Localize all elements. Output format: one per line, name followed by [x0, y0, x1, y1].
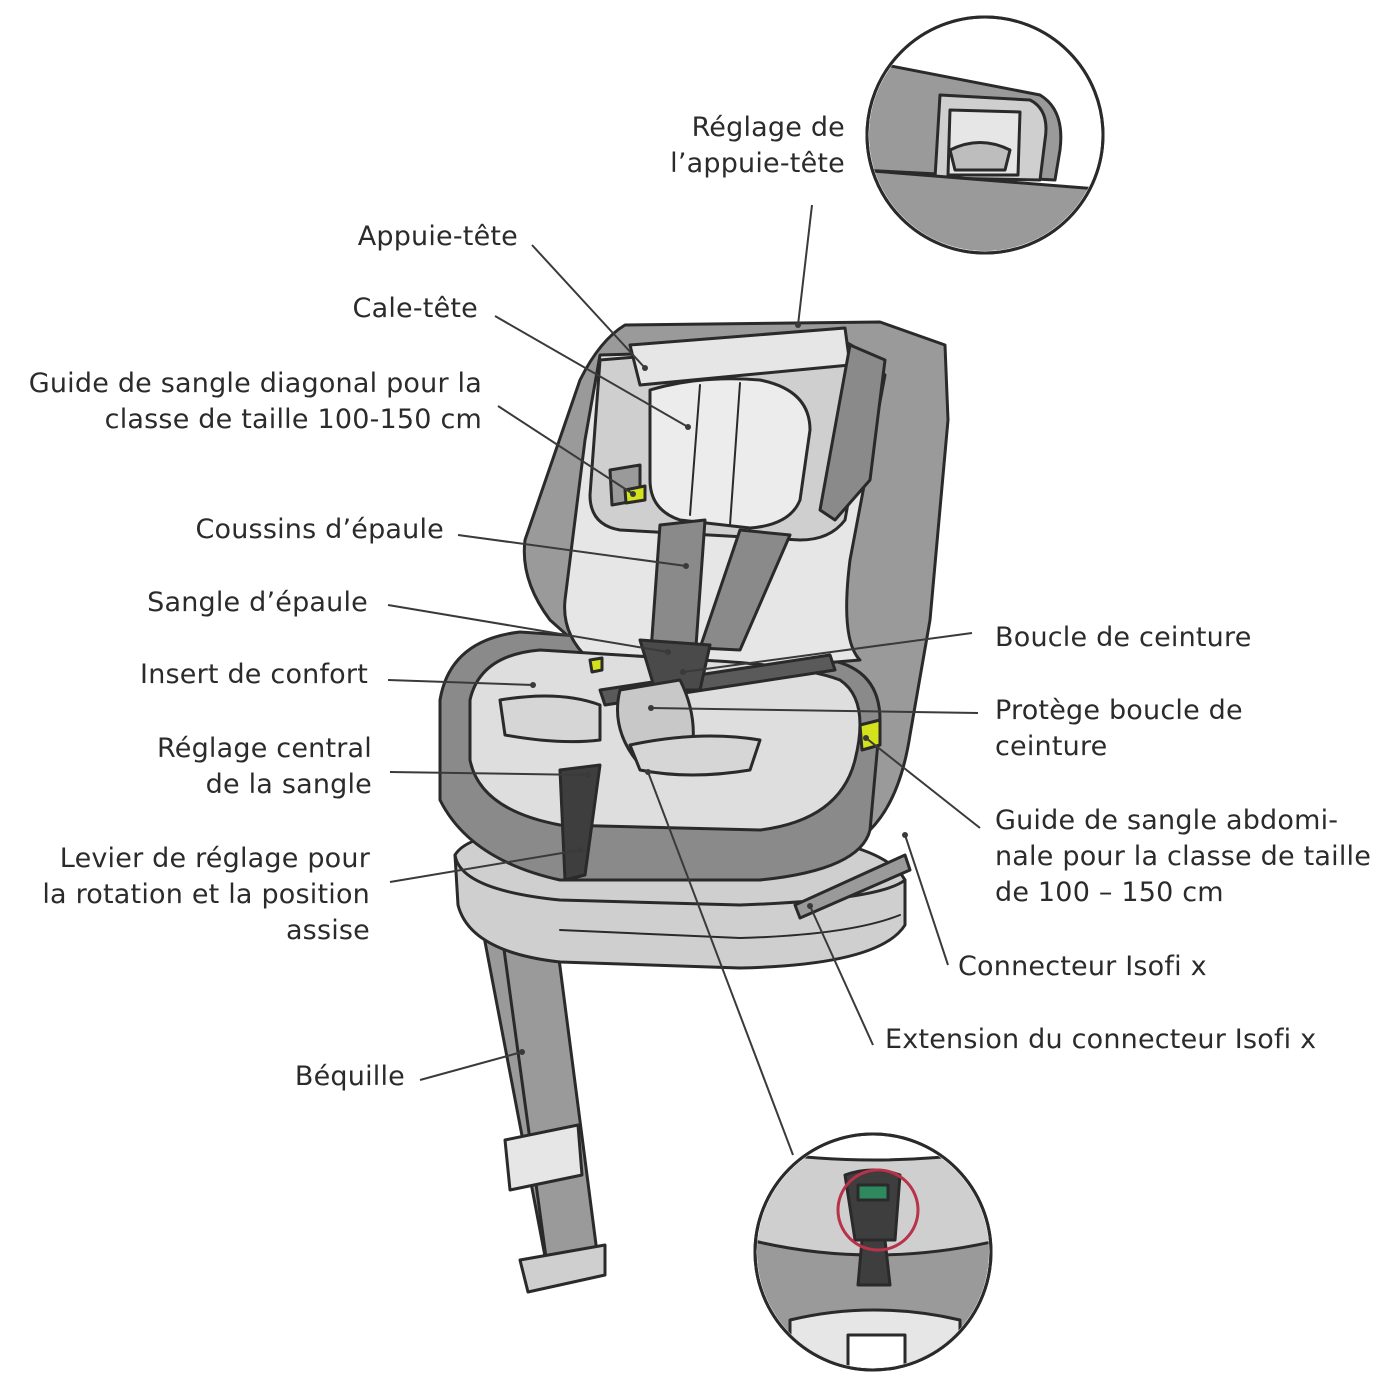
- label-lap-guide: Guide de sangle abdomi- nale pour la cla…: [995, 805, 1372, 908]
- accent-clips: [588, 484, 882, 752]
- label-shoulder-pads: Coussins d’épaule: [195, 514, 444, 545]
- label-support-leg: Béquille: [294, 1061, 405, 1092]
- buckle-detail-inset: [753, 1132, 993, 1372]
- headrest: [588, 326, 887, 542]
- label-central-adjust: Réglage central de la sangle: [157, 733, 372, 800]
- label-shoulder-strap: Sangle d’épaule: [147, 587, 368, 618]
- leader-dots: [519, 322, 908, 1055]
- label-isofix: Connecteur Isofi x: [958, 951, 1207, 982]
- label-head-wedge: Cale-tête: [352, 293, 478, 324]
- buckle-pad: [498, 678, 762, 777]
- label-headrest-adjust: Réglage de l’appuie-tête: [670, 112, 845, 179]
- label-comfort-insert: Insert de confort: [140, 659, 368, 690]
- headrest-adjust-inset: [865, 15, 1105, 255]
- label-diagonal-guide: Guide de sangle diagonal pour la classe …: [28, 368, 482, 435]
- label-isofix-extension: Extension du connecteur Isofi x: [885, 1024, 1317, 1055]
- leader-lines: [387, 204, 981, 1156]
- label-buckle: Boucle de ceinture: [995, 622, 1252, 653]
- label-lever: Levier de réglage pour la rotation et la…: [42, 843, 370, 946]
- label-headrest: Appuie-tête: [357, 221, 518, 252]
- label-buckle-pad: Protège boucle de ceinture: [995, 695, 1243, 762]
